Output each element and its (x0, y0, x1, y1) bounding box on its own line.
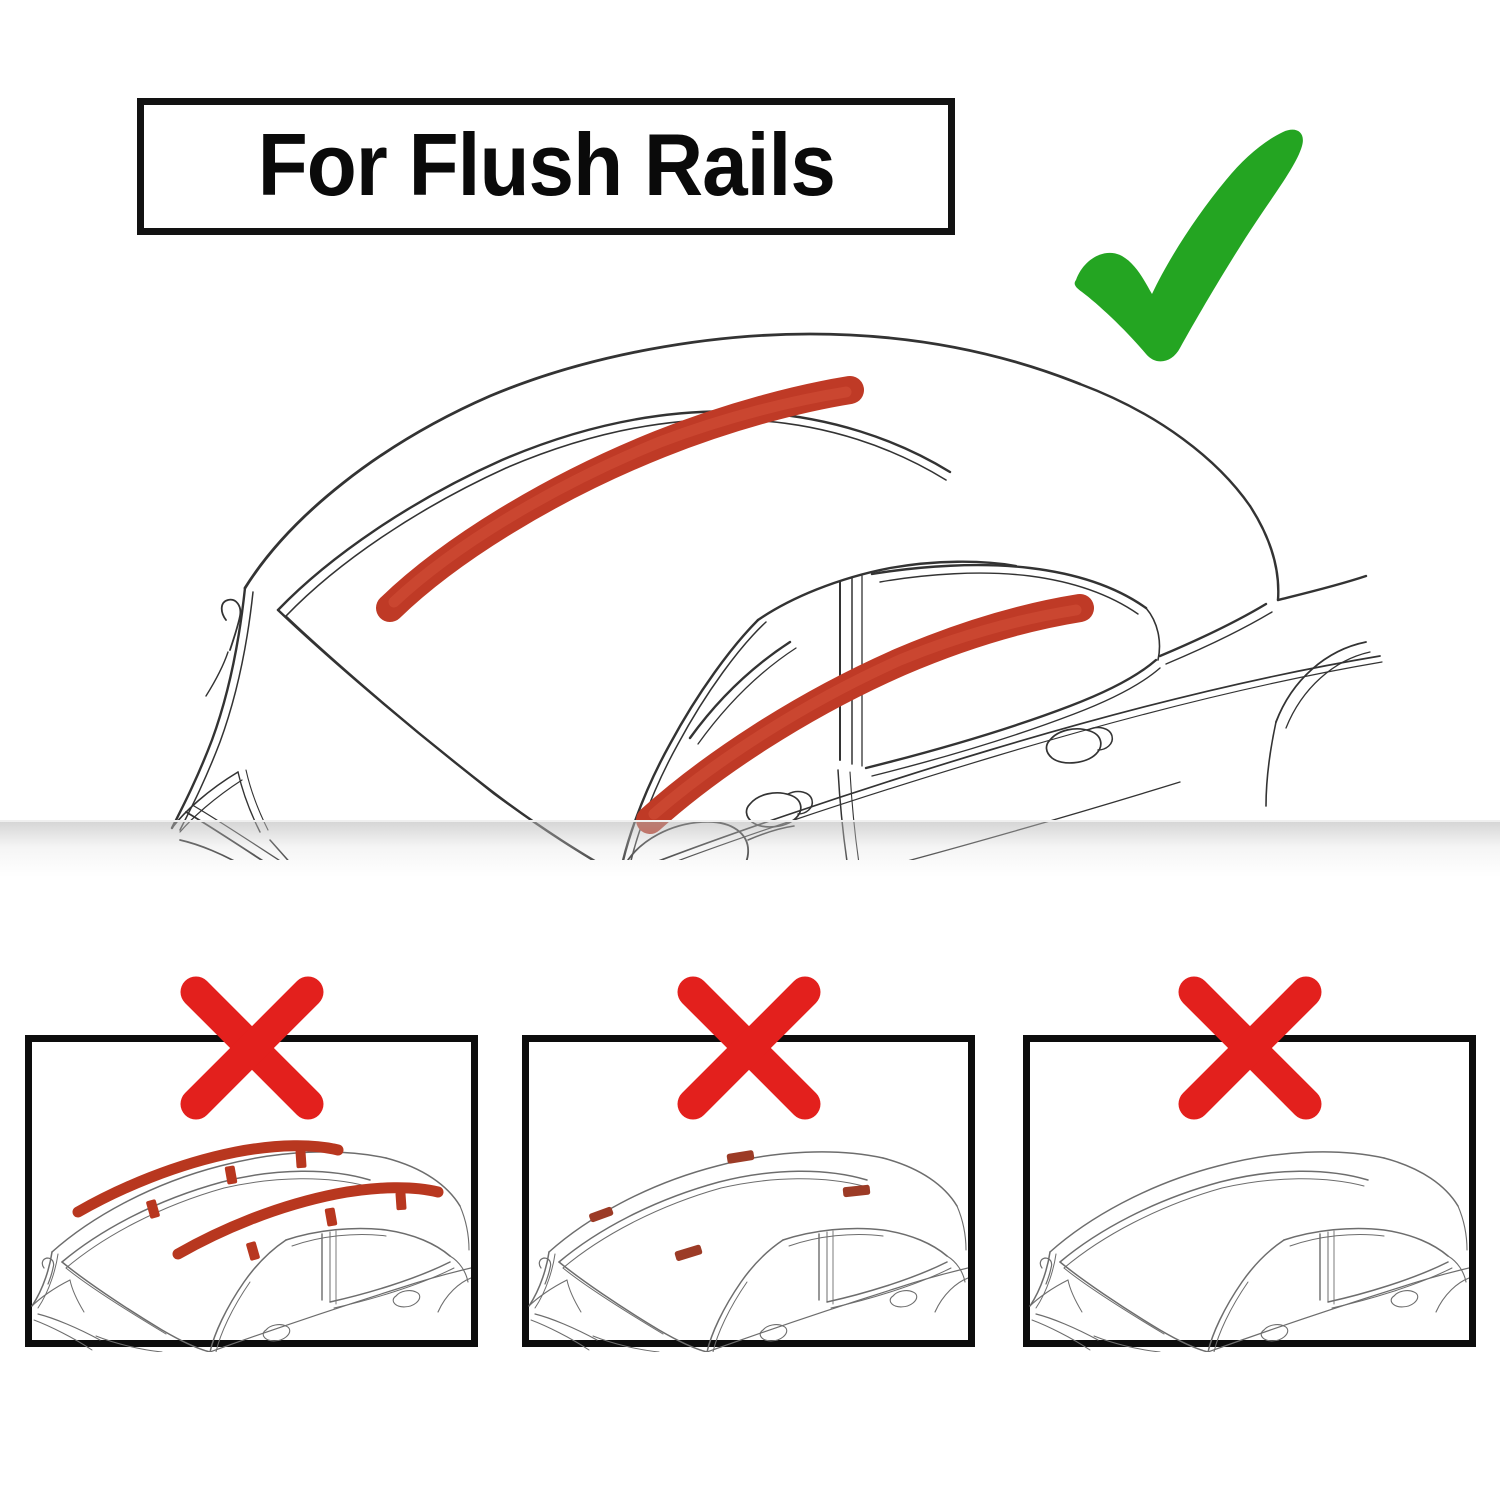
red-x-icon (168, 964, 336, 1132)
title-plate: For Flush Rails (137, 98, 955, 235)
green-check-icon (1040, 108, 1330, 378)
panel-bare-roof (1023, 976, 1476, 1352)
car-with-raised-rails-illustration (30, 1130, 471, 1352)
hero-shadow (0, 822, 1500, 877)
hero-baseline (0, 820, 1500, 822)
panel-fix-points (522, 976, 975, 1352)
car-with-flush-rails-illustration (150, 320, 1400, 945)
page-title: For Flush Rails (257, 114, 835, 214)
car-with-bare-roof-illustration (1028, 1130, 1469, 1352)
car-with-fix-points-illustration (527, 1130, 968, 1352)
red-x-icon (1166, 964, 1334, 1132)
panel-raised-rails (25, 976, 478, 1352)
red-x-icon (665, 964, 833, 1132)
